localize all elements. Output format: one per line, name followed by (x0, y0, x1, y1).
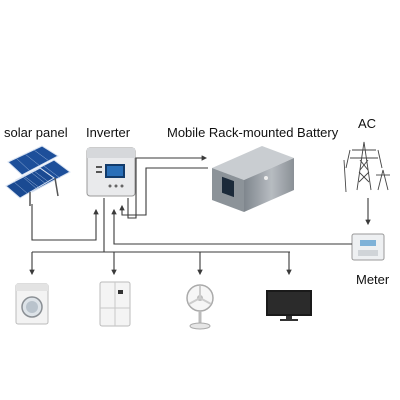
battery-icon (212, 146, 294, 212)
fan-icon (186, 284, 214, 330)
inverter-icon (86, 147, 136, 197)
solar-panel-label: solar panel (4, 125, 68, 140)
solar-panel-icon (5, 145, 71, 206)
television-icon (266, 290, 312, 321)
meter-icon (351, 233, 385, 261)
meter-label: Meter (356, 272, 390, 287)
inverter-label: Inverter (86, 125, 131, 140)
ac-label: AC (358, 116, 377, 131)
washing-machine-icon (15, 283, 49, 325)
power-tower-icon (343, 141, 390, 193)
wiring (29, 155, 371, 276)
refrigerator-icon (99, 281, 131, 327)
battery-label: Mobile Rack-mounted Battery (167, 125, 339, 140)
